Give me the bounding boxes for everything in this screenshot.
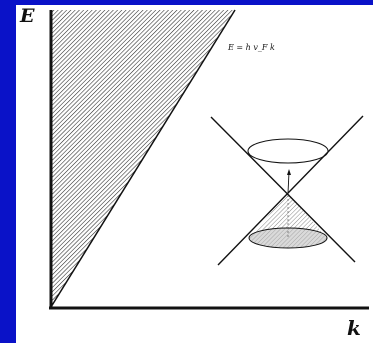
upper-cone-ellipse [247,138,329,164]
cone-line-right [217,115,364,266]
e-axis-label: E [20,5,35,27]
dirac-cone [210,115,364,266]
dispersion-line [50,9,236,308]
cone-line-left [210,116,356,263]
dispersion-formula: E = h v_F k [228,43,275,52]
energy-arrow [287,171,290,194]
energy-arrow-head [287,169,291,175]
k-axis-label: k [347,316,361,340]
